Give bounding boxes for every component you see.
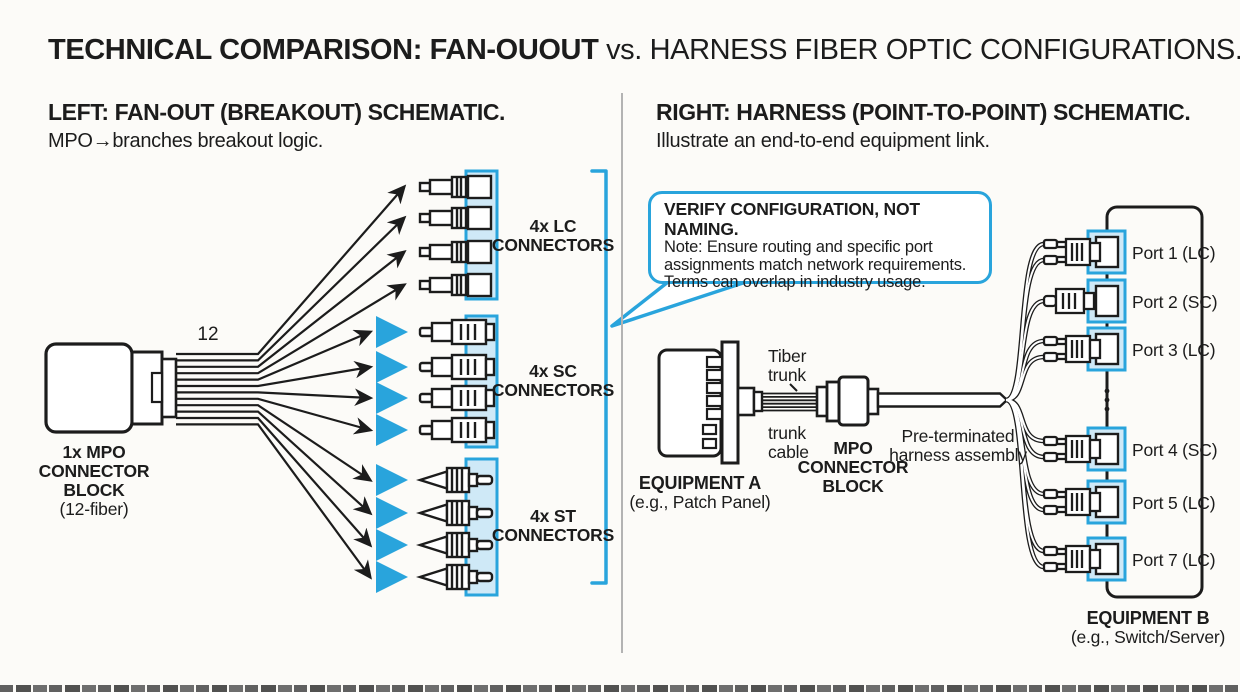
right-subheading: Illustrate an end-to-end equipment link. bbox=[656, 130, 990, 152]
equipment-b-label: EQUIPMENT B (e.g., Switch/Server) bbox=[1070, 608, 1226, 647]
port-4-label: Port 4 (SC) bbox=[1132, 440, 1218, 460]
port-squares bbox=[1086, 229, 1127, 582]
port-1-label: Port 1 (LC) bbox=[1132, 243, 1216, 263]
callout-tail bbox=[610, 280, 748, 328]
fanout-fibers bbox=[176, 184, 407, 580]
title-vs: vs. bbox=[606, 34, 642, 66]
right-heading: RIGHT: HARNESS (POINT-TO-POINT) SCHEMATI… bbox=[656, 99, 1191, 125]
callout-title: VERIFY CONFIGURATION, NOT NAMING. bbox=[664, 199, 920, 239]
left-heading: LEFT: FAN-OUT (BREAKOUT) SCHEMATIC. bbox=[48, 99, 506, 125]
port-3-label: Port 3 (LC) bbox=[1132, 340, 1216, 360]
fanout-cyan-arrows bbox=[376, 316, 408, 593]
st-group-label: 4x ST CONNECTORS bbox=[491, 506, 615, 545]
mpo-connector-block-left bbox=[44, 342, 178, 434]
equipment-a-label: EQUIPMENT A (e.g., Patch Panel) bbox=[629, 473, 771, 512]
bottom-edge-artifact bbox=[0, 685, 1240, 692]
fiber-count-label: 12 bbox=[197, 324, 219, 345]
page-title: TECHNICAL COMPARISON: FAN-OUOUT vs. HARN… bbox=[48, 34, 1240, 67]
port-7-label: Port 7 (LC) bbox=[1132, 550, 1216, 570]
mpo-block-label-left: 1x MPO CONNECTOR BLOCK (12-fiber) bbox=[38, 442, 150, 519]
lc-group-label: 4x LC CONNECTORS bbox=[491, 216, 615, 255]
assembly-cable bbox=[876, 392, 1009, 408]
mpo-connector-block-right bbox=[815, 375, 880, 427]
preterminated-label: Pre-terminated harness assembly bbox=[889, 426, 1027, 465]
title-bold-part: TECHNICAL COMPARISON: FAN-OUOUT bbox=[48, 34, 599, 66]
mpo-block-label-right: MPO CONNECTOR BLOCK bbox=[797, 438, 909, 496]
trunk-cable bbox=[736, 383, 817, 417]
panel-divider bbox=[621, 93, 623, 653]
harness-schematic bbox=[610, 205, 1204, 599]
left-subheading: MPO→branches breakout logic. bbox=[48, 130, 324, 152]
port-2-label: Port 2 (SC) bbox=[1132, 292, 1218, 312]
port-5-label: Port 5 (LC) bbox=[1132, 493, 1216, 513]
fanout-schematic bbox=[44, 169, 608, 597]
equipment-a bbox=[657, 340, 740, 465]
fiber-trunk-label: Tiber trunk bbox=[768, 346, 807, 385]
callout-bubble: VERIFY CONFIGURATION, NOT NAMING. Note: … bbox=[648, 191, 992, 291]
ports-ellipsis bbox=[1104, 388, 1110, 412]
sc-group-label: 4x SC CONNECTORS bbox=[491, 361, 615, 400]
trunk-cable-label: trunk cable bbox=[768, 423, 809, 462]
group-bracket bbox=[590, 169, 608, 585]
title-rest: HARNESS FIBER OPTIC CONFIGURATIONS. bbox=[649, 34, 1240, 66]
